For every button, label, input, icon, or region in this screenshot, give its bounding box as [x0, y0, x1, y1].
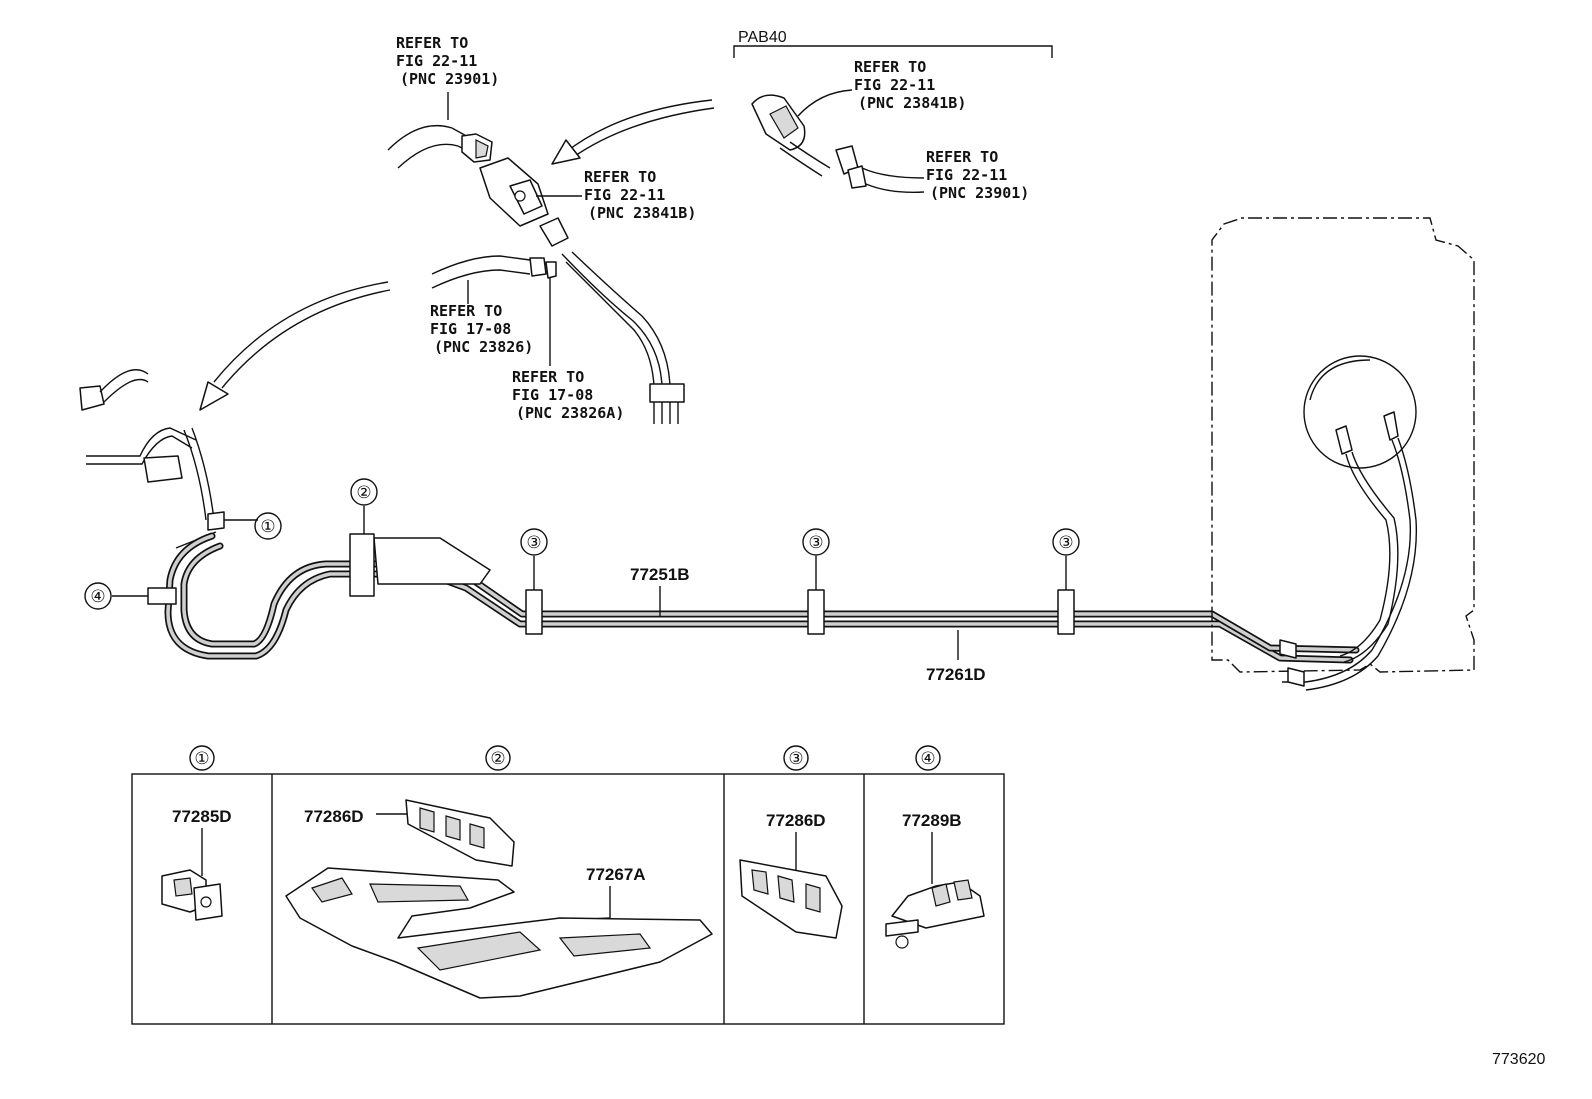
clamp-3-installed	[525, 556, 1075, 635]
diagram-code: 773620	[1492, 1051, 1545, 1068]
part-number-77289b: 77289B	[902, 811, 962, 830]
clamp-detail-table: ① ② ③ ④ 77285D 77286D 77267A 77286D 7728…	[131, 745, 1005, 1025]
part-number-77261d: 77261D	[926, 665, 986, 684]
ref-3-line-2: FIG 22-11	[584, 186, 665, 204]
ref-2-line-2: FIG 22-11	[854, 76, 935, 94]
callout-3-b: ③	[808, 533, 823, 552]
pab40-detail	[733, 45, 1053, 194]
upper-connector-detail	[387, 92, 685, 424]
callouts-main: ① ② ③ ③ ③ ④	[84, 478, 1080, 610]
ref-4-line-3: (PNC 23901)	[930, 184, 1029, 202]
ref-1-line-2: FIG 22-11	[396, 52, 477, 70]
clamp-4-installed	[112, 587, 177, 605]
model-code: PAB40	[738, 29, 787, 46]
table-callout-4: ④	[920, 749, 935, 768]
ref-2-line-1: REFER TO	[854, 58, 926, 76]
fuel-tank	[1211, 217, 1475, 691]
callout-2: ②	[356, 483, 371, 502]
part-number-77286d-a: 77286D	[304, 807, 364, 826]
ref-6-line-2: FIG 17-08	[512, 386, 593, 404]
ref-1-line-3: (PNC 23901)	[400, 70, 499, 88]
part-number-77285d: 77285D	[172, 807, 232, 826]
table-callout-3: ③	[788, 749, 803, 768]
reference-labels: REFER TO FIG 22-11 (PNC 23901) REFER TO …	[396, 29, 1029, 422]
callout-3-a: ③	[526, 533, 541, 552]
ref-4-line-1: REFER TO	[926, 148, 998, 166]
callout-4: ④	[90, 587, 105, 606]
ref-5-line-2: FIG 17-08	[430, 320, 511, 338]
ref-1-line-1: REFER TO	[396, 34, 468, 52]
ref-4-line-2: FIG 22-11	[926, 166, 1007, 184]
part-number-77251b: 77251B	[630, 565, 690, 584]
part-number-77286d-b: 77286D	[766, 811, 826, 830]
ref-6-line-3: (PNC 23826A)	[516, 404, 624, 422]
table-callout-2: ②	[490, 749, 505, 768]
ref-2-line-3: (PNC 23841B)	[858, 94, 966, 112]
ref-5-line-1: REFER TO	[430, 302, 502, 320]
engine-side-piping	[79, 369, 258, 549]
callout-3-c: ③	[1058, 533, 1073, 552]
ref-3-line-3: (PNC 23841B)	[588, 204, 696, 222]
table-callout-1: ①	[194, 749, 209, 768]
ref-3-line-1: REFER TO	[584, 168, 656, 186]
direction-arrows	[199, 99, 715, 411]
part-number-77267a: 77267A	[586, 865, 646, 884]
ref-5-line-3: (PNC 23826)	[434, 338, 533, 356]
clamp-2-installed	[349, 506, 491, 597]
ref-6-line-1: REFER TO	[512, 368, 584, 386]
main-fuel-tube	[164, 532, 1360, 664]
callout-1: ①	[260, 517, 275, 536]
